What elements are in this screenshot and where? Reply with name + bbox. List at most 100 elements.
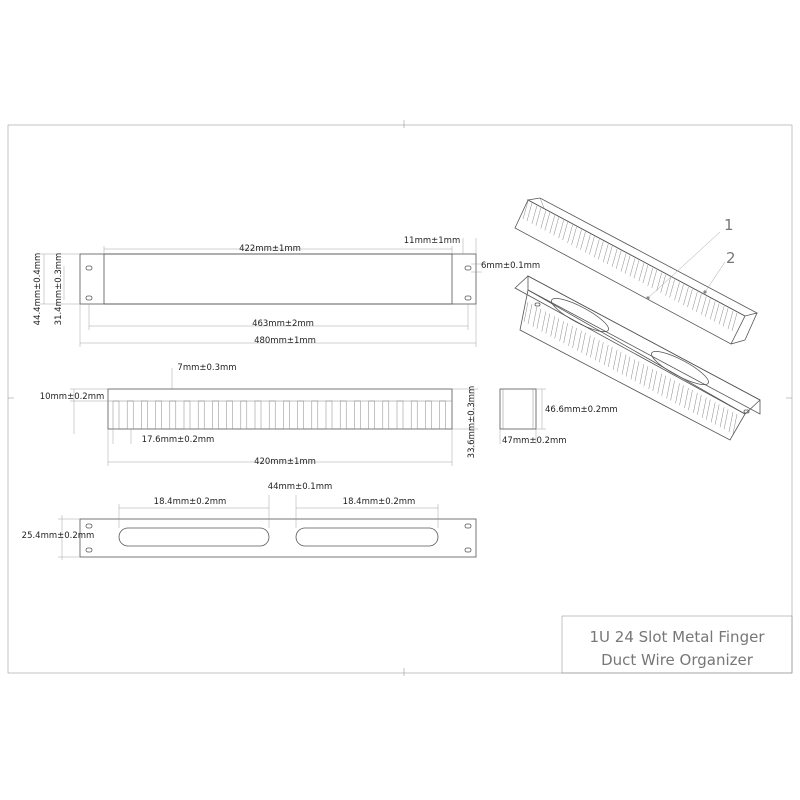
finger-slot [382,400,390,430]
iso-slot [731,312,738,332]
iso-slot [678,284,684,303]
iso-slot [660,274,666,293]
iso-slot [571,226,577,245]
iso-slot [559,321,564,342]
iso-end-edge [744,312,758,341]
iso-slot [602,243,609,263]
iso-slot [577,330,582,351]
iso-slot [598,241,604,260]
finger-slot [226,400,233,430]
mount-hole [85,265,93,271]
iso-slot [527,303,533,325]
iso-slot [550,316,555,337]
iso-slot [718,306,725,325]
iso-slot [544,212,551,231]
iso-slot [656,272,662,291]
iso-slot [630,359,636,380]
finger-slot [183,400,191,430]
iso-slot [657,373,662,394]
iso-slot [679,385,684,406]
iso-slot [540,210,547,229]
iso-tray-lip [527,275,761,415]
iso-slot [728,411,734,433]
finger-slot [112,400,120,430]
iso-slot [625,356,631,377]
iso-slot [693,392,698,413]
finger-slot [325,400,333,430]
dim-cutout-right: 18.4mm±0.2mm [343,497,416,507]
finger-slot [368,400,375,430]
iso-slot [562,222,568,241]
dim-side-height: 46.6mm±0.2mm [545,405,618,415]
finger-slot [410,400,418,430]
cable-cutout-left [118,527,270,547]
iso-slot [545,313,551,334]
iso-slot [692,291,698,310]
iso-slot [532,306,538,327]
iso-slot [722,308,729,327]
iso-slot [670,380,675,401]
iso-slot [683,287,689,306]
finger-slot [197,400,205,430]
iso-slot [595,340,600,361]
iso-slot [558,220,564,239]
finger-slot [283,400,290,430]
iso-slot [607,346,613,368]
iso-slot [697,394,702,415]
iso-slot [599,342,604,363]
iso-slot [567,224,573,243]
iso-slot [522,200,529,220]
iso-end-edge [730,339,746,345]
finger-slot [254,400,262,430]
iso-slot [648,368,654,390]
finger-slot [297,400,304,430]
iso-cutout [551,297,609,333]
iso-slot [624,255,631,274]
iso-slot [669,279,675,298]
finger-slot [212,400,219,430]
front-panel-outline [79,253,477,305]
iso-front-face [514,199,746,345]
iso-slot [621,354,627,375]
iso-slot [526,202,533,222]
iso-slot [723,409,729,430]
iso-slot [634,361,640,382]
bottom-panel-outline [79,518,477,558]
iso-slot [615,250,622,269]
iso-slot [710,402,716,423]
title-block: 1U 24 Slot Metal Finger Duct Wire Organi… [561,615,793,674]
iso-slot [714,404,720,425]
iso-slot [701,296,707,315]
iso-slot [536,308,542,329]
iso-slot [665,277,671,296]
dim-side-depth: 47mm±0.2mm [502,436,567,446]
iso-slot [563,323,568,344]
iso-slot [594,239,600,258]
mount-hole [85,295,93,301]
iso-slot [675,383,680,404]
iso-slot [638,263,645,282]
dim-cutout-left: 18.4mm±0.2mm [154,497,227,507]
dim-inner-height: 31.4mm±0.3mm [54,253,64,326]
iso-slot [580,231,586,250]
iso-part-1-finger-duct [514,197,759,345]
iso-slot [612,349,618,370]
iso-slot [687,289,693,308]
mount-hole [85,547,93,553]
iso-slot [661,375,666,396]
iso-slot [706,399,711,420]
isometric-view: 1 2 [514,197,761,441]
finger-slot [339,400,347,430]
mount-hole [464,523,472,529]
dim-cutout-gap: 44mm±0.1mm [268,482,333,492]
iso-slot [611,248,618,267]
dim-slot-area-width: 422mm±1mm [239,244,301,254]
iso-slot [606,245,613,265]
iso-mount-hole [534,302,541,307]
finger-slot [425,400,432,430]
iso-mount-hole [743,409,750,414]
finger-slot [311,400,319,430]
iso-slot [585,234,591,253]
iso-slot [568,325,573,346]
iso-slot [709,301,716,320]
